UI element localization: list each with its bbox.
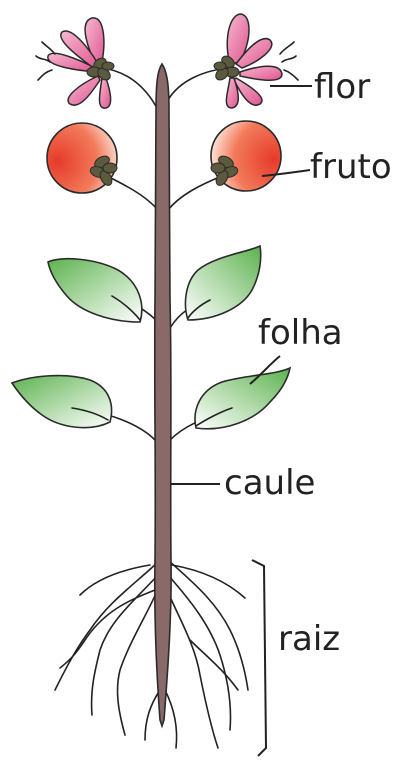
stem xyxy=(155,64,171,726)
leaf-upper-left xyxy=(48,259,142,322)
fruit-left xyxy=(47,123,117,193)
flower-right xyxy=(213,14,298,108)
fruit-right xyxy=(211,121,281,191)
flower-left xyxy=(36,18,114,108)
label-root: raiz xyxy=(278,619,340,659)
leaf-lower-left xyxy=(12,376,112,428)
roots xyxy=(55,560,248,748)
label-leaf: folha xyxy=(258,313,343,353)
leaf-lower-right xyxy=(195,368,290,429)
label-stem: caule xyxy=(224,463,315,503)
label-flower: flor xyxy=(314,67,370,107)
label-fruit: fruto xyxy=(310,147,392,187)
leaves xyxy=(12,246,290,429)
